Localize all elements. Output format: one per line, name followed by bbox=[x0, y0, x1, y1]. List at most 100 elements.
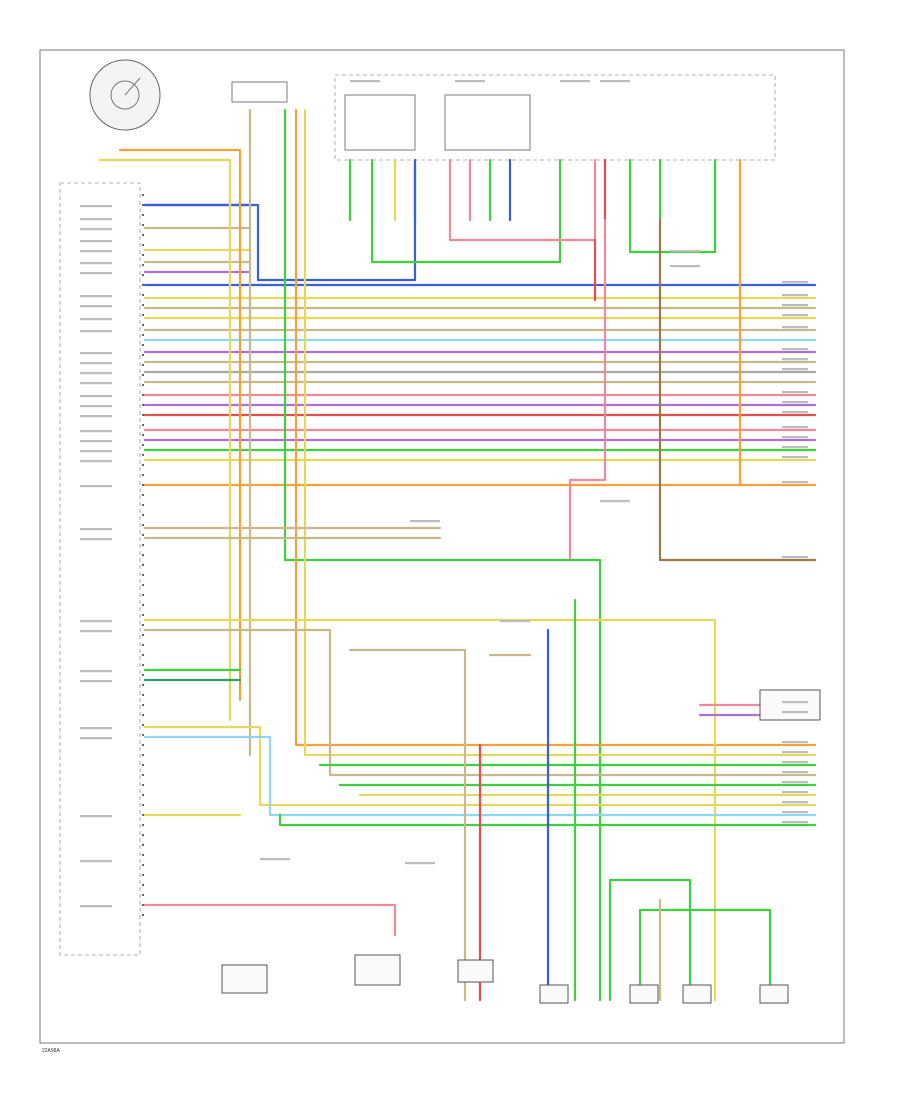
pcm-pin bbox=[141, 323, 145, 327]
pcm-pin bbox=[141, 393, 145, 397]
fuel-pump-relay bbox=[344, 94, 416, 151]
pcm-pin bbox=[141, 413, 145, 417]
wire-brown bbox=[658, 218, 817, 562]
label-mark bbox=[80, 318, 112, 321]
label-mark bbox=[670, 250, 700, 253]
label-mark bbox=[782, 481, 808, 484]
pcm-pin bbox=[141, 343, 145, 347]
coolant-temp-sensor bbox=[457, 959, 494, 983]
pcm-pin bbox=[141, 233, 145, 237]
wire-tan bbox=[348, 648, 467, 1002]
wire-yellow bbox=[143, 618, 717, 1002]
pcm-pin bbox=[141, 293, 145, 297]
pcm-pin bbox=[141, 693, 145, 697]
label-mark bbox=[260, 858, 290, 861]
pcm-pin bbox=[141, 363, 145, 367]
injector-4 bbox=[759, 984, 789, 1004]
pcm-pin bbox=[141, 743, 145, 747]
injector-1 bbox=[539, 984, 569, 1004]
label-mark bbox=[80, 430, 112, 433]
wire-yellow bbox=[143, 725, 817, 807]
label-mark bbox=[80, 815, 112, 818]
wire-pink bbox=[568, 218, 607, 562]
pcm-pin bbox=[141, 193, 145, 197]
label-mark bbox=[782, 391, 808, 394]
label-mark bbox=[600, 500, 630, 503]
diagram-frame bbox=[39, 49, 845, 1044]
wire-blue bbox=[143, 163, 417, 282]
pcm-pin bbox=[141, 493, 145, 497]
label-mark bbox=[80, 305, 112, 308]
wire-green bbox=[608, 878, 692, 1002]
wire-yellow bbox=[303, 108, 817, 757]
label-mark bbox=[80, 737, 112, 740]
pcm-pin bbox=[141, 803, 145, 807]
label-mark bbox=[80, 228, 112, 231]
pcm-pin bbox=[141, 523, 145, 527]
label-mark bbox=[80, 415, 112, 418]
label-mark bbox=[782, 411, 808, 414]
throttle-position-sensor bbox=[231, 81, 288, 103]
pcm-pin bbox=[141, 913, 145, 917]
label-mark bbox=[80, 395, 112, 398]
pcm-pin bbox=[141, 223, 145, 227]
pcm-pin bbox=[141, 483, 145, 487]
pcm-pin bbox=[141, 553, 145, 557]
label-mark bbox=[782, 711, 808, 714]
label-mark bbox=[782, 761, 808, 764]
pcm-pin bbox=[141, 703, 145, 707]
component-group bbox=[221, 689, 821, 1004]
pcm-pin bbox=[141, 403, 145, 407]
pcm-pin bbox=[141, 683, 145, 687]
wire-green bbox=[628, 218, 717, 254]
label-mark bbox=[782, 368, 808, 371]
distributor-rotor bbox=[110, 80, 140, 110]
pcm-pin bbox=[141, 533, 145, 537]
label-mark bbox=[782, 751, 808, 754]
label-mark bbox=[80, 330, 112, 333]
wire-yellow bbox=[98, 158, 232, 722]
distributor-rotor-arm bbox=[124, 77, 141, 96]
wire-green bbox=[278, 813, 817, 827]
pcm-pin bbox=[141, 603, 145, 607]
label-mark bbox=[782, 436, 808, 439]
wire-green bbox=[283, 108, 602, 1002]
label-mark bbox=[782, 426, 808, 429]
pcm-pin bbox=[141, 863, 145, 867]
pcm-pin bbox=[141, 873, 145, 877]
pcm-pin bbox=[141, 203, 145, 207]
label-mark bbox=[560, 80, 590, 83]
pcm-pin bbox=[141, 903, 145, 907]
label-mark bbox=[80, 205, 112, 208]
pcm-pin bbox=[141, 463, 145, 467]
pcm-pin bbox=[141, 733, 145, 737]
pcm-pin bbox=[141, 763, 145, 767]
pcm-pin bbox=[141, 883, 145, 887]
label-mark bbox=[782, 771, 808, 774]
wire-orange bbox=[118, 148, 242, 702]
label-mark bbox=[80, 372, 112, 375]
pcm-module-outline bbox=[59, 182, 141, 956]
label-mark bbox=[80, 727, 112, 730]
pcm-pin bbox=[141, 673, 145, 677]
label-mark bbox=[600, 80, 630, 83]
label-mark bbox=[782, 401, 808, 404]
footer-code: 22A98A bbox=[42, 1048, 60, 1054]
pcm-pin bbox=[141, 653, 145, 657]
pcm-pin bbox=[141, 473, 145, 477]
label-mark bbox=[782, 304, 808, 307]
pcm-pin bbox=[141, 833, 145, 837]
label-mark bbox=[500, 620, 530, 623]
pcm-pin bbox=[141, 663, 145, 667]
pcm-pin bbox=[141, 273, 145, 277]
crankshaft-position-sensor bbox=[221, 964, 268, 994]
label-mark bbox=[80, 440, 112, 443]
pcm-pin bbox=[141, 843, 145, 847]
pcm-pin bbox=[141, 453, 145, 457]
pcm-pin bbox=[141, 593, 145, 597]
label-mark bbox=[80, 538, 112, 541]
label-mark bbox=[782, 326, 808, 329]
pcm-pin bbox=[141, 423, 145, 427]
pcm-pin bbox=[141, 443, 145, 447]
label-mark bbox=[80, 405, 112, 408]
